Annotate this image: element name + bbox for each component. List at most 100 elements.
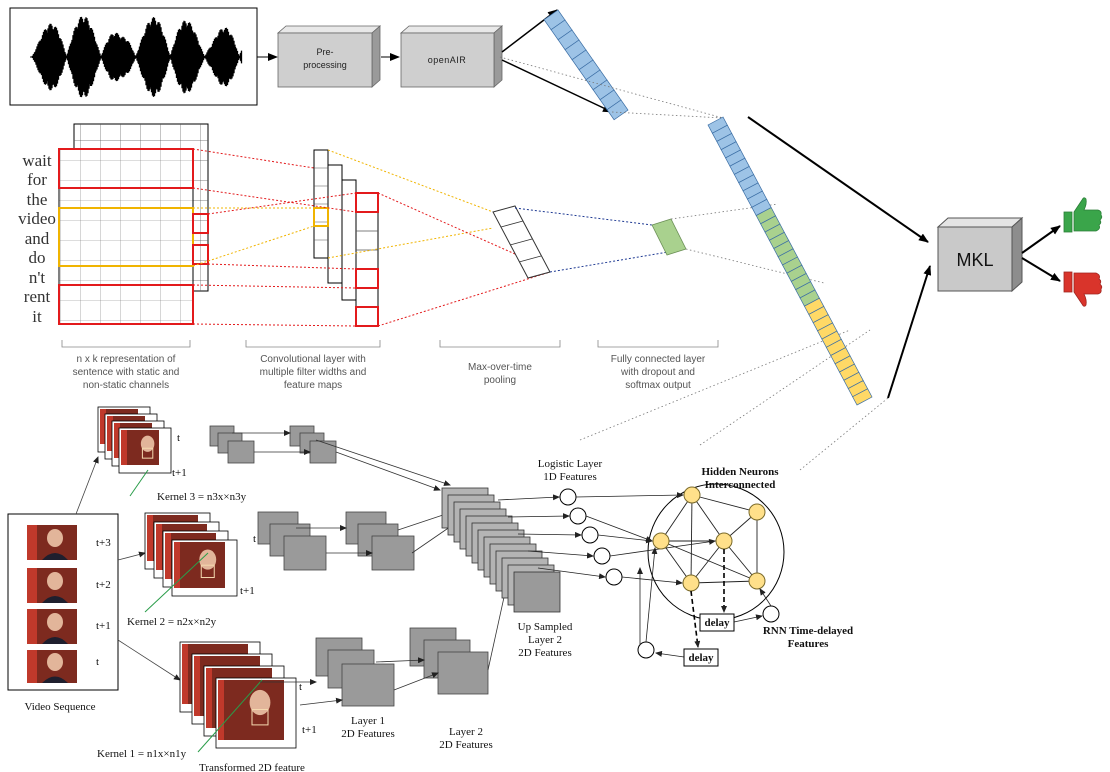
stack2-frame-flag-3	[165, 533, 171, 579]
word-8: rent	[24, 287, 51, 306]
upsampled-label-3: 2D Features	[518, 647, 571, 659]
transformed-feature-label: Transformed 2D feature	[199, 762, 305, 772]
thumbs-up-icon	[1063, 197, 1103, 233]
rnn-label-1: RNN Time-delayed	[763, 625, 853, 637]
delay-feedback-arrow-4	[645, 547, 658, 643]
logistic-node-3	[581, 526, 599, 544]
caption-fc-2: with dropout and	[620, 367, 695, 378]
word-4: video	[18, 209, 56, 228]
sentence-matrix	[58, 148, 194, 325]
frame-label-t1: t+1	[96, 620, 111, 632]
kernel-2-frame-stack	[144, 512, 238, 597]
preprocessing-label-2: processing	[303, 60, 347, 70]
layer2-label-2: 2D Features	[439, 739, 492, 751]
word-1: wait	[22, 151, 52, 170]
frame-t3	[27, 525, 77, 560]
rnn-input-arrow-2	[585, 515, 653, 542]
text-branch-captions: n x k representation of sentence with st…	[73, 354, 706, 391]
kernel-2-label: Kernel 2 = n2x×n2y	[127, 616, 217, 628]
stack1-t-label: t	[299, 681, 302, 693]
stack1-frame-face-4	[249, 689, 271, 716]
rnn-delayed-node-1	[762, 605, 780, 623]
caption-conv-3: feature maps	[284, 380, 342, 391]
preprocessing-label-1: Pre-	[316, 47, 333, 57]
stack2-frame-face-4	[199, 549, 217, 570]
word-6: do	[29, 248, 46, 267]
delay-feedback-arrow-1	[733, 614, 763, 623]
openair-box: openAIR	[399, 25, 504, 88]
stack1-frame-flag-3	[206, 668, 212, 728]
upsampled-map-13	[513, 571, 561, 613]
stack2-frame-flag-2	[156, 524, 162, 570]
stack2-frame-flag-1	[147, 515, 153, 561]
kernel-3-label: Kernel 3 = n3x×n3y	[157, 491, 247, 503]
rnn-connection-11	[688, 494, 695, 584]
caption-pool-1: Max-over-time	[468, 362, 532, 373]
stack3-kernel-window	[141, 447, 154, 459]
stack2-frame-flag-4	[174, 542, 180, 588]
logistic-label-2: 1D Features	[543, 471, 596, 483]
feature-flow-arrow-12	[375, 657, 425, 664]
caption-conv-1: Convolutional layer with	[260, 354, 366, 365]
logistic-input-arrow-2	[507, 513, 570, 520]
rnn-hidden-node-4	[715, 532, 733, 550]
stack1-kernel-window	[251, 709, 269, 726]
logistic-node-5	[605, 568, 623, 586]
hidden-neurons-label-2: Interconnected	[705, 479, 776, 491]
caption-pool-2: pooling	[484, 375, 516, 386]
video-branch: t+3 t+2 t+1 t Video Sequence t t+1 t t+1…	[7, 406, 853, 772]
stack3-frame-flag-2	[107, 416, 113, 451]
word-5: and	[25, 229, 50, 248]
logistic-node-2	[569, 507, 587, 525]
logistic-input-arrow-4	[527, 550, 594, 559]
word-3: the	[27, 190, 48, 209]
logistic-input-arrow-5	[537, 567, 606, 580]
filter-window-yellow	[58, 207, 194, 267]
feature-map-12	[371, 535, 415, 571]
audio-branch: Pre- processing openAIR	[9, 7, 629, 121]
rnn-connection-3	[691, 494, 758, 514]
upsampled-label-1: Up Sampled	[518, 621, 573, 633]
word-9: it	[32, 307, 42, 326]
upsampled-feature-stack	[441, 487, 561, 613]
rnn-label-2: Features	[788, 638, 829, 650]
fused-feature-vector	[707, 116, 873, 406]
feature-map-15	[341, 663, 395, 707]
feature-map-18	[437, 651, 489, 695]
video-sequence-label: Video Sequence	[24, 701, 95, 713]
fully-connected-output	[651, 218, 687, 256]
video-sequence-panel: t+3 t+2 t+1 t	[7, 513, 119, 691]
feature-map-9	[283, 535, 327, 571]
hidden-neurons-label-1: Hidden Neurons	[701, 466, 779, 478]
stack1-frame-flag-2	[194, 656, 200, 716]
delay-box-2: delay	[683, 648, 719, 667]
logistic-node-4	[593, 547, 611, 565]
caption-conv-2: multiple filter widths and	[260, 367, 367, 378]
sentence-words: wait for the video and do n't rent it	[18, 151, 56, 326]
stack3-frame-flag-4	[121, 430, 127, 465]
stack2-frame-image-4	[174, 542, 225, 588]
stack1-frame-flag-1	[182, 644, 188, 704]
delay-label-1: delay	[704, 617, 730, 629]
word-7: n't	[29, 268, 46, 287]
feature-flow-arrow-4	[315, 439, 451, 486]
rnn-hidden-node-3	[652, 532, 670, 550]
caption-fc-1: Fully connected layer	[611, 354, 706, 365]
feature-map-6	[309, 440, 337, 464]
caption-representation-2: sentence with static and	[73, 367, 180, 378]
max-pooling-vector	[492, 205, 551, 279]
stack3-t1-label: t+1	[172, 467, 187, 479]
rnn-connection-7	[690, 540, 725, 584]
layer1-label-1: Layer 1	[351, 715, 385, 727]
delay-box-1: delay	[699, 613, 735, 632]
audio-vector-segment-10	[606, 99, 629, 121]
logistic-input-arrow-1	[497, 494, 560, 501]
preprocessing-box: Pre- processing	[276, 25, 382, 88]
rnn-hidden-node-6	[748, 572, 766, 590]
layer2-label-1: Layer 2	[449, 726, 483, 738]
rnn-connection-2	[691, 494, 725, 542]
rnn-hidden-node-5	[682, 574, 700, 592]
layer1-label-2: 2D Features	[341, 728, 394, 740]
rnn-hidden-node-1	[683, 486, 701, 504]
rnn-input-arrow-1	[575, 492, 684, 499]
